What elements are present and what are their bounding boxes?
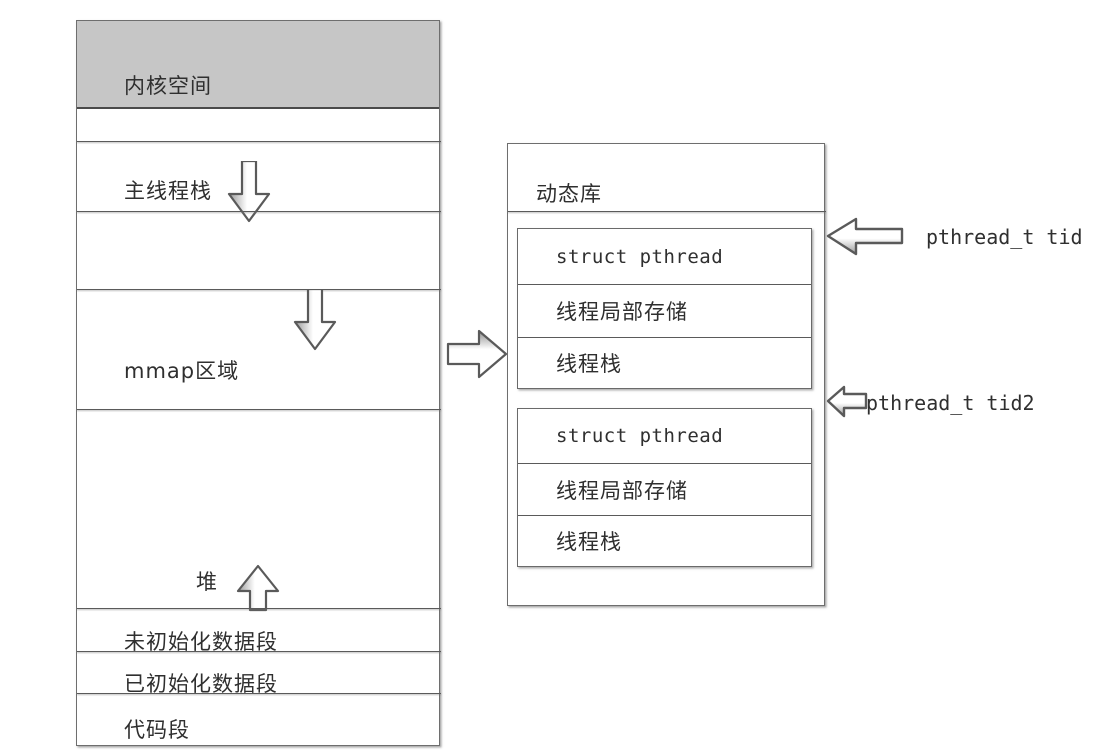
grow-down-arrow-main-stack <box>227 161 271 223</box>
thread-row-label: 线程局部存储 <box>556 300 688 324</box>
segment-label-text: 代码段 <box>124 718 190 742</box>
segment-label-mmap-region: mmap区域 <box>124 359 240 383</box>
dynamic-library-box: 动态库 struct pthread 线程局部存储 线程栈 struct pth… <box>507 143 826 606</box>
thread-block-2: struct pthread 线程局部存储 线程栈 <box>517 408 812 567</box>
segment-divider-main-stack-bottom <box>77 211 441 212</box>
segment-divider-heap-bottom <box>77 608 441 609</box>
thread-block-1: struct pthread 线程局部存储 线程栈 <box>517 228 812 389</box>
segment-divider-bss-bottom <box>77 651 441 652</box>
thread-row-tls: 线程局部存储 <box>518 284 811 337</box>
dynamic-library-title-divider <box>508 211 826 212</box>
thread-row-struct-pthread: struct pthread <box>518 229 811 284</box>
segment-kernel-space <box>77 21 439 109</box>
segment-label-bss: 未初始化数据段 <box>124 630 278 654</box>
segment-label-heap: 堆 <box>196 570 218 594</box>
segment-divider-gap1 <box>77 141 441 142</box>
thread-row-struct-pthread: struct pthread <box>518 409 811 463</box>
thread-row-tls: 线程局部存储 <box>518 463 811 515</box>
callout-label-tid2: pthread_t tid2 <box>866 391 1035 415</box>
callout-arrow-tid2 <box>826 385 868 419</box>
thread-row-label: 线程局部存储 <box>556 478 688 503</box>
segment-divider-mmap-bottom <box>77 409 441 410</box>
segment-label-kernel-space: 内核空间 <box>124 74 212 98</box>
thread-row-label: struct pthread <box>556 245 724 268</box>
callout-label-tid: pthread_t tid <box>926 225 1083 249</box>
dynamic-library-title: 动态库 <box>536 182 602 206</box>
thread-row-label: 线程栈 <box>556 352 622 376</box>
process-address-space: 内核空间 主线程栈 mmap区域 <box>76 20 441 746</box>
thread-row-thread-stack: 线程栈 <box>518 337 811 388</box>
segment-label-data: 已初始化数据段 <box>124 672 278 696</box>
segment-divider-data-bottom <box>77 693 441 694</box>
thread-row-thread-stack: 线程栈 <box>518 515 811 566</box>
thread-row-label: struct pthread <box>556 425 724 447</box>
callout-arrow-tid <box>826 216 904 258</box>
thread-row-label: 线程栈 <box>556 530 622 554</box>
segment-divider-gap2 <box>77 289 441 290</box>
grow-up-arrow-heap <box>235 564 281 612</box>
mmap-to-dynlib-arrow <box>446 327 508 381</box>
grow-down-arrow-mmap <box>293 289 337 351</box>
segment-label-main-thread-stack: 主线程栈 <box>124 179 212 203</box>
